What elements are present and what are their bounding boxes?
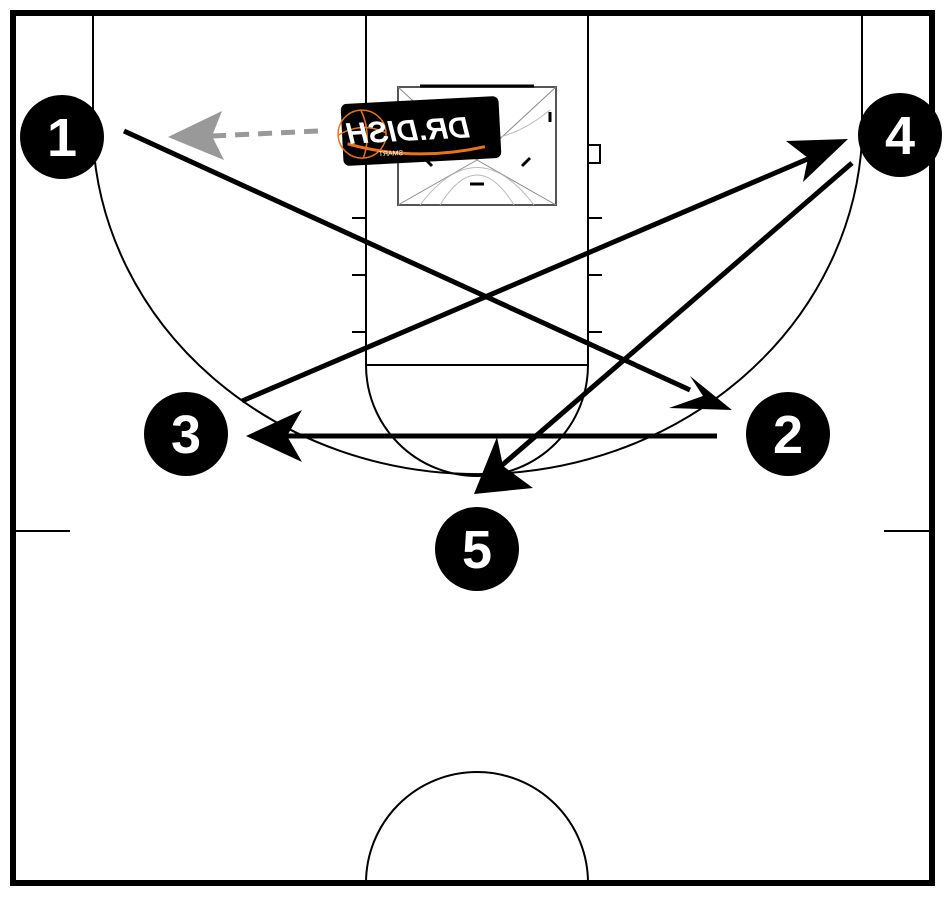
player-label: 5 bbox=[462, 520, 492, 580]
arrowhead-4-to-5 bbox=[474, 437, 533, 494]
dr-dish-logo: DR.DISH SMART bbox=[337, 96, 502, 166]
center-circle bbox=[365, 771, 589, 884]
arrowhead-3-to-4 bbox=[786, 139, 848, 182]
court-lines bbox=[10, 10, 935, 886]
logo-text: DR.DISH bbox=[345, 111, 471, 150]
cut-arrow-1-to-2 bbox=[122, 128, 692, 393]
player-label: 2 bbox=[773, 405, 803, 465]
player-1: 1 bbox=[20, 95, 104, 179]
player-label: 3 bbox=[171, 405, 201, 465]
player-4: 4 bbox=[858, 93, 942, 177]
player-label: 4 bbox=[885, 106, 915, 166]
ball-movement-arrow bbox=[168, 111, 319, 160]
free-throw-circle bbox=[365, 364, 589, 477]
player-marker bbox=[858, 93, 942, 177]
player-2: 2 bbox=[746, 392, 830, 476]
player-marker bbox=[746, 392, 830, 476]
machine-net bbox=[397, 159, 478, 206]
cut-arrow-3-to-4 bbox=[241, 155, 811, 404]
dr-dish-machine: DR.DISH SMART bbox=[337, 84, 557, 206]
player-label: 1 bbox=[47, 108, 77, 168]
player-marker bbox=[144, 392, 228, 476]
player-marker bbox=[435, 507, 519, 591]
arrowhead-1-to-2 bbox=[669, 376, 732, 410]
paint-lane bbox=[365, 12, 589, 366]
arrowhead-2-to-3 bbox=[246, 410, 302, 462]
logo-subtext: SMART bbox=[378, 150, 403, 158]
player-5: 5 bbox=[435, 507, 519, 591]
logo-swoosh bbox=[347, 142, 486, 156]
dashed-arrow-line bbox=[211, 128, 319, 139]
lane-block bbox=[587, 144, 601, 164]
player-3: 3 bbox=[144, 392, 228, 476]
basketball-icon bbox=[337, 109, 387, 159]
player-movements bbox=[122, 128, 854, 494]
cut-arrow-4-to-5 bbox=[498, 161, 854, 469]
machine-net bbox=[419, 167, 535, 206]
players: 1 2 3 4 5 bbox=[20, 93, 942, 591]
machine-net bbox=[476, 159, 557, 206]
three-point-arc bbox=[92, 139, 863, 476]
dashed-arrow-head bbox=[168, 111, 224, 160]
machine-net bbox=[439, 174, 515, 206]
player-marker bbox=[20, 95, 104, 179]
machine-mark bbox=[520, 156, 532, 168]
